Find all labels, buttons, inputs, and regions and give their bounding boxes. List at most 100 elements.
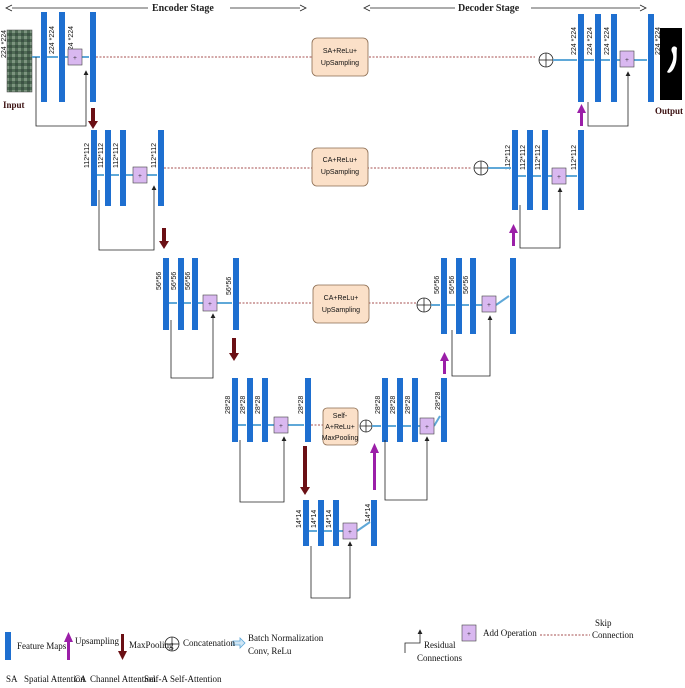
concatenation-symbol xyxy=(416,297,432,313)
feature-map xyxy=(371,500,377,546)
attention-block-text: SA+ReLu+ xyxy=(323,48,357,55)
feature-map xyxy=(382,378,388,442)
concatenation-symbol xyxy=(473,160,489,176)
output-label: Output xyxy=(655,106,683,116)
dim-label: 112*112 xyxy=(520,145,527,170)
attention-block-level-2: CA+ReLu+ UpSampling xyxy=(311,147,369,187)
feature-map xyxy=(247,378,253,442)
feature-map xyxy=(527,130,533,210)
decoder-level-2: 112*112 112*112 112*112 112*112 + xyxy=(488,130,584,249)
encoder-level-3: 56*56 56*56 56*56 56*56 + xyxy=(156,258,239,379)
concatenation-symbol xyxy=(359,419,373,433)
feature-map xyxy=(512,130,518,210)
dim-label: 14*14 xyxy=(296,510,303,528)
input-label: Input xyxy=(3,100,25,110)
dim-label: 14*14 xyxy=(326,510,333,528)
dim-label: 112*112 xyxy=(98,143,105,168)
dim-label: 14*14 xyxy=(365,504,372,522)
svg-text:+: + xyxy=(625,56,629,64)
legend-batch-norm-line1: Batch Normalization xyxy=(248,633,324,643)
attention-block-level-1: SA+ReLu+ UpSampling xyxy=(311,37,369,77)
add-operation xyxy=(132,166,148,184)
dim-label: 112*112 xyxy=(571,145,578,170)
add-operation xyxy=(273,416,289,434)
feature-map xyxy=(595,14,601,102)
feature-map xyxy=(441,378,447,442)
residual-connection xyxy=(239,436,287,503)
add-operation xyxy=(481,295,497,313)
dim-label: 28*28 xyxy=(255,396,262,414)
feature-map xyxy=(305,378,311,442)
feature-map xyxy=(262,378,268,442)
dim-label: 112*112 xyxy=(151,143,158,168)
input-image: 224 *224 Input xyxy=(1,29,33,110)
attention-block-bottleneck: Self- A+ReLu+ MaxPooling xyxy=(322,407,359,446)
residual-connection xyxy=(35,57,89,127)
feature-map xyxy=(318,500,324,546)
maxpool-arrow xyxy=(300,446,310,495)
svg-text:+: + xyxy=(348,528,352,536)
residual-connection xyxy=(98,185,157,251)
feature-map xyxy=(412,378,418,442)
feature-map xyxy=(542,130,548,210)
concatenation-symbol xyxy=(538,52,554,68)
add-operation xyxy=(342,522,358,540)
attention-block-text: CA+ReLu+ xyxy=(324,295,359,302)
feature-map xyxy=(648,14,654,102)
legend-skip-line1: Skip xyxy=(595,618,612,628)
batch-norm-legend-icon xyxy=(232,637,246,649)
legend-feature-maps: Feature Maps xyxy=(17,641,67,651)
svg-text:+: + xyxy=(138,172,142,180)
svg-text:+: + xyxy=(208,300,212,308)
dim-label: 112*112 xyxy=(113,143,120,168)
dim-label: 56*56 xyxy=(156,272,163,290)
attention-block-text: MaxPooling xyxy=(322,435,359,442)
legend-skip-line2: Connection xyxy=(592,630,634,640)
feature-map xyxy=(333,500,339,546)
add-operation xyxy=(202,294,218,312)
feature-map xyxy=(456,258,462,334)
upsampling-arrow xyxy=(577,104,586,126)
upsampling-arrow xyxy=(440,352,449,374)
add-operation-legend-icon: + xyxy=(461,624,477,642)
encoder-level-4: 28*28 28*28 28*28 28*28 + xyxy=(225,378,311,503)
maxpool-arrow xyxy=(88,108,98,129)
dim-label: 112*112 xyxy=(505,145,512,170)
dim-label: 56*56 xyxy=(226,277,233,295)
legend-sa-text: Spatial Attention xyxy=(24,674,85,684)
attention-block-text: UpSampling xyxy=(321,60,359,67)
dim-label: 56*56 xyxy=(185,272,192,290)
attention-block-level-3: CA+ReLu+ UpSampling xyxy=(312,284,370,324)
dim-label: 28*28 xyxy=(435,392,442,410)
feature-map xyxy=(233,258,239,330)
legend-residual-line2: Connections xyxy=(417,653,462,663)
feature-map xyxy=(59,12,65,102)
attention-block-text: Self- xyxy=(333,413,348,420)
add-operation xyxy=(67,48,83,66)
residual-connection xyxy=(384,436,430,501)
feature-map xyxy=(510,258,516,334)
upsampling-arrow xyxy=(370,443,379,490)
maxpooling-legend-icon xyxy=(118,634,127,660)
dim-label: 28*28 xyxy=(240,396,247,414)
legend-upsampling: Upsampling xyxy=(75,636,119,646)
upsampling-legend-icon xyxy=(64,632,73,660)
legend-ca-abbr: CA xyxy=(74,674,87,684)
svg-text:+: + xyxy=(279,422,283,430)
residual-legend-icon xyxy=(404,629,423,653)
legend-selfa-text: Self-Attention xyxy=(170,674,222,684)
svg-text:+: + xyxy=(487,301,491,309)
dim-label: 28*28 xyxy=(225,396,232,414)
svg-text:+: + xyxy=(557,173,561,181)
feature-map xyxy=(611,14,617,102)
decoder-level-4: 28*28 28*28 28*28 28*28 + xyxy=(372,378,447,501)
feature-map xyxy=(441,258,447,334)
legend-add-operation: Add Operation xyxy=(483,628,537,638)
decoder-stage-label: Decoder Stage xyxy=(458,3,520,14)
dim-label: 224 *224 xyxy=(68,26,75,54)
attention-block-text: A+ReLu+ xyxy=(325,424,355,431)
encoder-level-1: 224 *224 224 *224 + xyxy=(32,12,96,127)
attention-block-text: UpSampling xyxy=(321,169,359,176)
attention-block-text: UpSampling xyxy=(322,307,360,314)
